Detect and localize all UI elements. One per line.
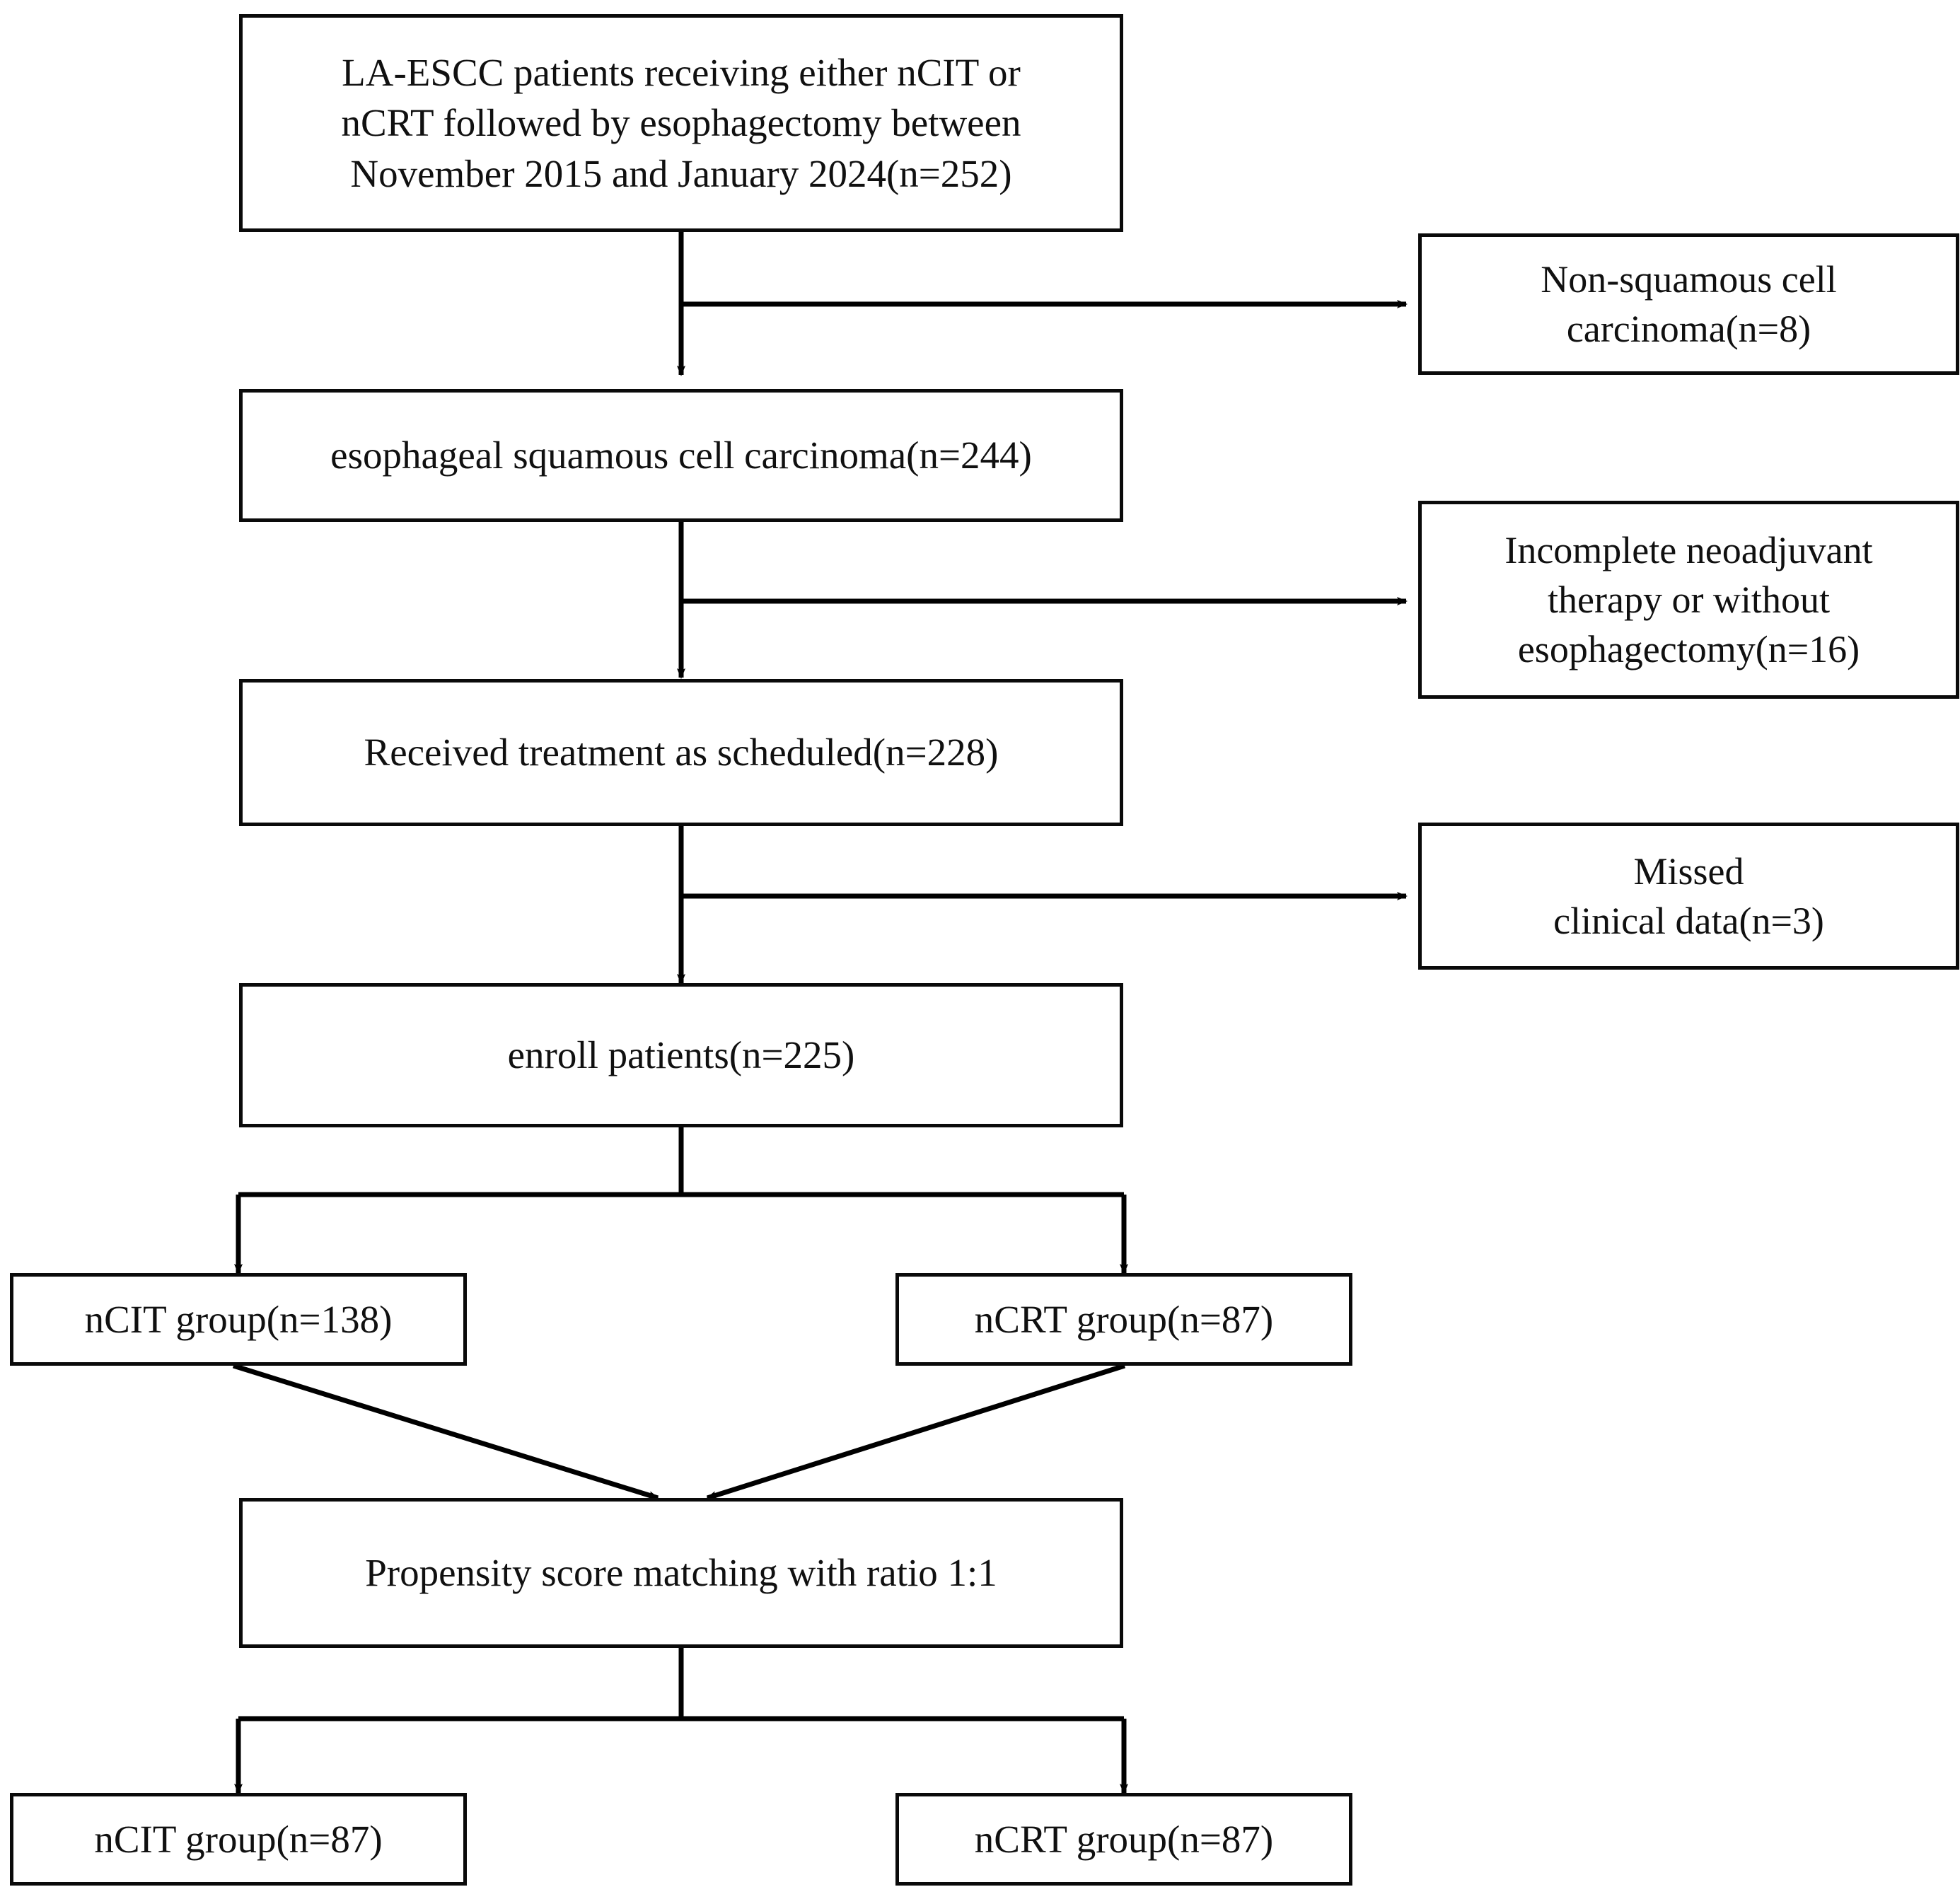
node-ncrt-group-prematch: nCRT group(n=87)	[895, 1273, 1352, 1366]
node-exclusion-incomplete-therapy: Incomplete neoadjuvant therapy or withou…	[1418, 501, 1959, 699]
node-source-cohort: LA-ESCC patients receiving either nCIT o…	[239, 14, 1123, 232]
node-ncit-group-prematch: nCIT group(n=138)	[10, 1273, 467, 1366]
node-ncrt-group-postmatch: nCRT group(n=87)	[895, 1793, 1352, 1886]
node-escc: esophageal squamous cell carcinoma(n=244…	[239, 389, 1123, 522]
node-enrolled-patients: enroll patients(n=225)	[239, 983, 1123, 1127]
node-exclusion-non-squamous: Non-squamous cell carcinoma(n=8)	[1418, 233, 1959, 375]
node-ncit-group-postmatch-label: nCIT group(n=87)	[94, 1817, 383, 1861]
node-exclusion-incomplete-therapy-label: Incomplete neoadjuvant therapy or withou…	[1504, 528, 1873, 671]
node-escc-label: esophageal squamous cell carcinoma(n=244…	[330, 434, 1032, 477]
node-received-treatment-label: Received treatment as scheduled(n=228)	[364, 731, 999, 774]
node-exclusion-missed-data: Missed clinical data(n=3)	[1418, 823, 1959, 970]
edge-ncit-pre-to-psm	[232, 1363, 659, 1501]
node-source-cohort-label: LA-ESCC patients receiving either nCIT o…	[341, 50, 1021, 195]
node-ncrt-group-prematch-label: nCRT group(n=87)	[974, 1297, 1274, 1341]
node-ncit-group-prematch-label: nCIT group(n=138)	[84, 1297, 393, 1341]
node-exclusion-non-squamous-label: Non-squamous cell carcinoma(n=8)	[1541, 257, 1837, 350]
node-exclusion-missed-data-label: Missed clinical data(n=3)	[1553, 849, 1824, 942]
node-ncrt-group-postmatch-label: nCRT group(n=87)	[974, 1817, 1274, 1861]
node-ncit-group-postmatch: nCIT group(n=87)	[10, 1793, 467, 1886]
node-propensity-score-matching-label: Propensity score matching with ratio 1:1	[365, 1551, 997, 1595]
node-received-treatment: Received treatment as scheduled(n=228)	[239, 679, 1123, 826]
node-propensity-score-matching: Propensity score matching with ratio 1:1	[239, 1498, 1123, 1648]
node-enrolled-patients-label: enroll patients(n=225)	[507, 1033, 855, 1077]
edge-ncrt-pre-to-psm	[706, 1363, 1126, 1501]
